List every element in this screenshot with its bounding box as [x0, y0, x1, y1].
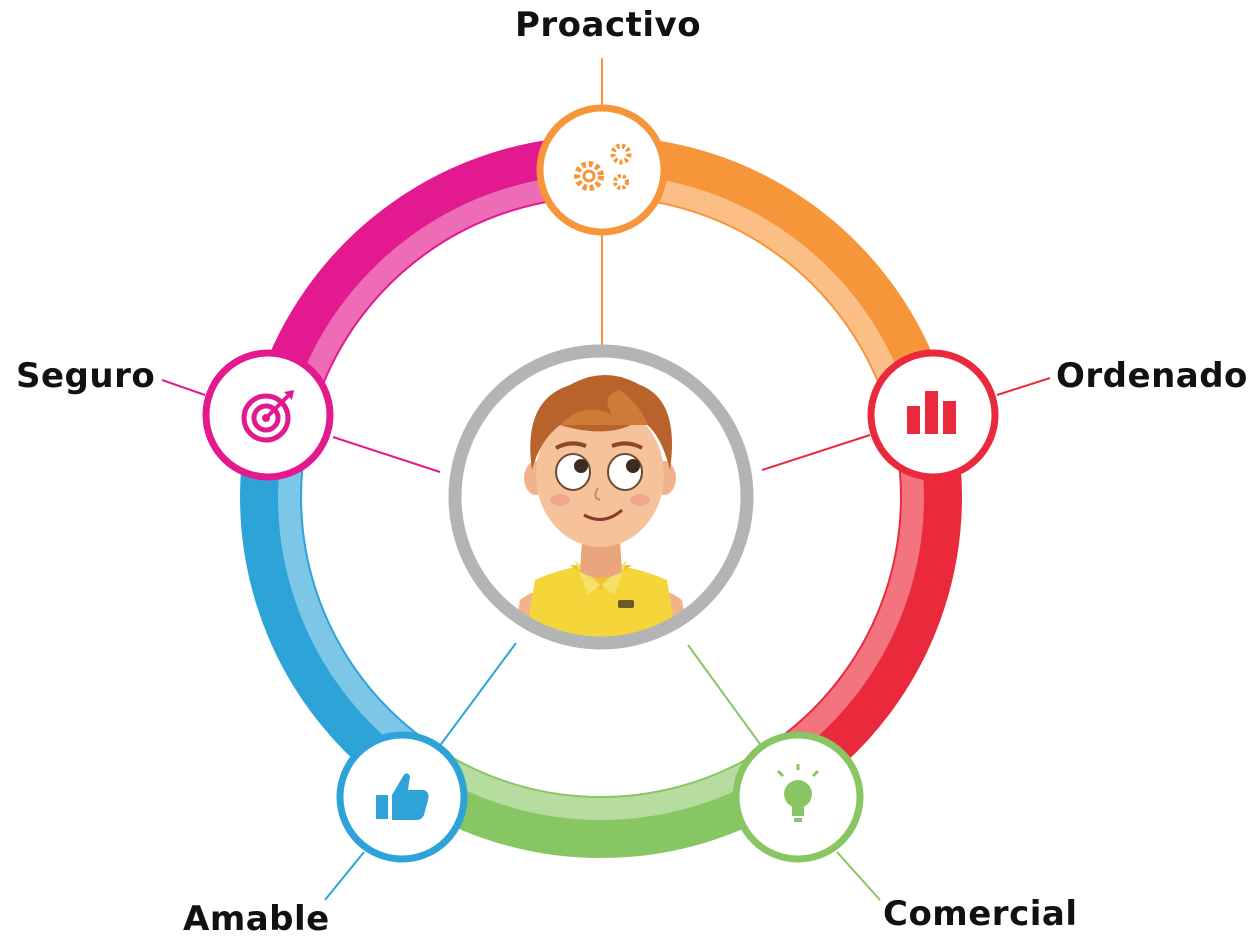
node-proactivo — [536, 104, 668, 236]
gears-icon — [574, 143, 632, 191]
connector-ordenado-outer — [996, 377, 1051, 396]
label-comercial: Comercial — [883, 894, 1078, 934]
label-seguro: Seguro — [16, 356, 156, 396]
connector-comercial-inner — [687, 644, 769, 756]
node-comercial — [732, 731, 864, 863]
connector-amable-outer — [324, 851, 365, 901]
connector-seguro-outer — [161, 379, 206, 396]
connector-amable-inner — [432, 642, 517, 756]
node-amable — [336, 731, 468, 863]
node-seguro — [202, 349, 334, 481]
center-ring — [448, 344, 754, 650]
connector-lines — [161, 58, 1051, 901]
connector-ordenado-inner — [761, 434, 871, 471]
bar-chart-icon — [907, 391, 956, 434]
label-ordenado: Ordenado — [1056, 356, 1248, 396]
target-icon — [241, 390, 294, 443]
connector-seguro-inner — [332, 436, 441, 473]
thumbs-up-icon — [376, 773, 429, 820]
node-ordenado — [867, 349, 999, 481]
center-avatar — [448, 344, 754, 650]
label-amable: Amable — [183, 899, 330, 939]
lightbulb-icon — [776, 764, 820, 822]
connector-comercial-outer — [836, 851, 881, 901]
label-proactivo: Proactivo — [515, 5, 702, 45]
